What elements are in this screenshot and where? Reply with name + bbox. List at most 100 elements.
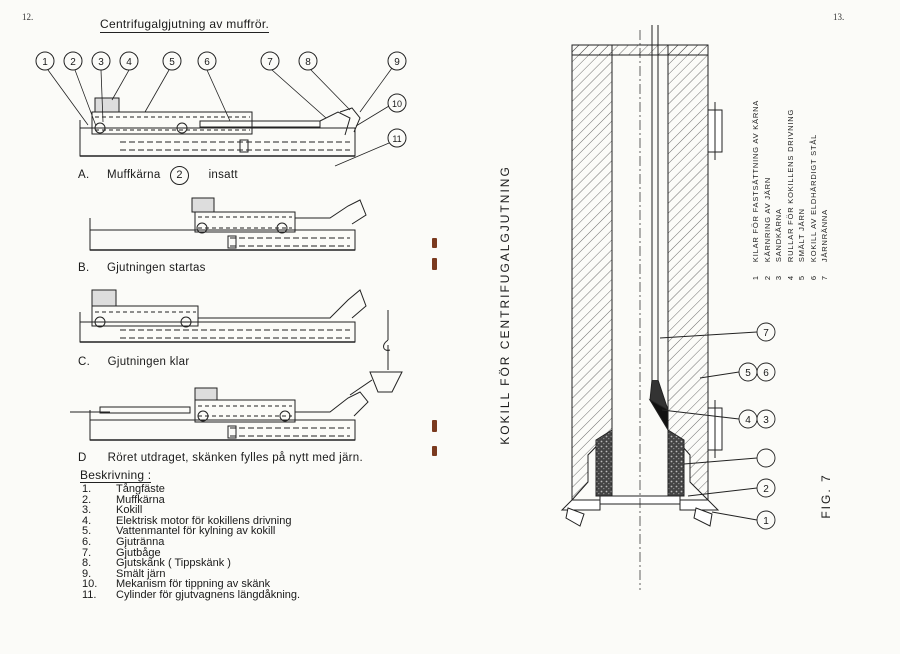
- legend-item: 7 JÄRNRÄNNA: [819, 100, 831, 280]
- description-item-text: Kokill: [116, 504, 143, 517]
- description-item: 7. Gjutbåge: [78, 546, 300, 559]
- legend-item-number: 5: [796, 275, 806, 281]
- diagram-b: [89, 197, 367, 251]
- description-item-number: 5.: [82, 525, 92, 538]
- legend-item: 4 RULLAR FÖR KOKILLENS DRIVNING: [784, 100, 796, 280]
- description-item: 3. Kokill: [78, 505, 300, 516]
- binding-mark: [432, 420, 437, 432]
- legend-item-number: 4: [785, 275, 795, 281]
- legend-item-number: 7: [819, 275, 829, 281]
- caption-c: C. Gjutningen klar: [78, 356, 190, 368]
- page-number-right: 13.: [833, 12, 845, 22]
- right-callout-5: 5: [745, 368, 751, 379]
- description-item-number: 10.: [82, 578, 98, 591]
- caption-d: D Röret utdraget, skänken fylles på nytt…: [78, 452, 363, 464]
- legend-item-text: JÄRNRÄNNA: [819, 209, 829, 263]
- description-item-text: Smält järn: [116, 567, 166, 580]
- callout-1: 1: [42, 57, 48, 68]
- wedge-right: [693, 507, 713, 527]
- right-callout-1: 1: [763, 516, 769, 527]
- description-item: 11.Cylinder för gjutvagnens längdåkning.: [78, 590, 300, 601]
- right-callout-7: 7: [763, 328, 769, 339]
- description-item: 1. Tångfäste: [78, 484, 300, 495]
- description-item-number: 2.: [82, 493, 92, 506]
- caption-b: B. Gjutningen startas: [78, 262, 206, 274]
- description-item-text: Mekanism för tippning av skänk: [116, 578, 271, 591]
- description-item: 5. Vattenmantel för kylning av kokill: [78, 526, 300, 537]
- vertical-title: KOKILL FÖR CENTRIFUGALGJUTNING: [498, 165, 512, 445]
- description-item-number: 1.: [82, 483, 92, 495]
- diagram-a: [79, 97, 361, 157]
- legend-item-text: KÄRNRING AV JÄRN: [762, 176, 772, 263]
- legend-item-number: 2: [762, 275, 772, 281]
- right-callout-labels: 7 6 5 4 3 2 1: [745, 328, 769, 527]
- callout-9: 9: [394, 57, 400, 68]
- right-page: 13.: [440, 0, 900, 654]
- sand-core-left: [595, 429, 613, 497]
- description-heading: Beskrivning :: [80, 468, 152, 483]
- description-item-text: Gjutbåge: [116, 546, 161, 559]
- legend-item-text: SMÄLT JÄRN: [796, 208, 806, 263]
- caption-a: A. Muffkärna 2 insatt: [78, 166, 238, 185]
- callout-3: 3: [98, 57, 104, 68]
- description-item-text: Cylinder för gjutvagnens längdåkning.: [116, 588, 301, 601]
- description-item: 6. Gjutränna: [78, 537, 300, 548]
- right-callout-6: 6: [763, 368, 769, 379]
- right-callout-3: 3: [763, 415, 769, 426]
- description-item-number: 8.: [82, 557, 92, 570]
- legend-item-text: KOKILL AV ELDHÄRDIGT STÅL: [808, 133, 818, 263]
- callout-10: 10: [392, 99, 402, 109]
- legend-item-text: RULLAR FÖR KOKILLENS DRIVNING: [785, 108, 795, 263]
- description-list: 1. Tångfäste 2. Muffkärna 3. Kokill 4. Elektris…: [78, 484, 300, 601]
- description-item-text: Gjutränna: [116, 535, 165, 548]
- legend-item-number: 6: [808, 275, 818, 281]
- figure-label: FIG. 7: [819, 473, 833, 519]
- callout-leaders: [47, 67, 393, 167]
- machine-diagrams: 1 2 3 4 5 6 7 8 9 10 11: [35, 51, 407, 441]
- diagram-d: [70, 345, 403, 441]
- description-item-text: Tångfäste: [116, 483, 165, 495]
- callout-circles: [35, 51, 407, 148]
- binding-mark: [432, 446, 437, 456]
- mould-wall-right: [667, 44, 709, 502]
- callout-4: 4: [126, 57, 132, 68]
- description-item-number: 9.: [82, 567, 92, 580]
- right-callouts: [659, 322, 776, 530]
- callout-5: 5: [169, 57, 175, 68]
- callout-6: 6: [204, 57, 210, 68]
- description-item-text: Vattenmantel för kylning av kokill: [116, 525, 276, 538]
- description-item-number: 4.: [82, 514, 92, 527]
- page-number-left: 12.: [22, 12, 34, 22]
- description-item-text: Gjutskänk ( Tippskänk ): [116, 557, 231, 570]
- legend-item-text: SANDKÄRNA: [773, 208, 783, 263]
- description-item-number: 7.: [82, 546, 92, 559]
- description-item-text: Muffkärna: [116, 493, 165, 506]
- legend-item: 6 KOKILL AV ELDHÄRDIGT STÅL: [807, 100, 819, 280]
- legend-item-number: 3: [773, 275, 783, 281]
- legend-item-number: 1: [750, 275, 760, 281]
- description-item-number: 6.: [82, 535, 92, 548]
- binding-mark: [432, 238, 437, 248]
- mould-wall-left: [571, 44, 613, 502]
- description-item: 4. Elektrisk motor för kokillens drivning: [78, 514, 300, 527]
- description-item: 2. Muffkärna: [78, 493, 300, 506]
- legend-item: 3 SANDKÄRNA: [773, 100, 785, 280]
- description-item: 9. Smält järn: [78, 567, 300, 580]
- caption-a-circle: 2: [170, 166, 190, 185]
- wedge-left: [565, 507, 585, 527]
- description-item-text: Elektrisk motor för kokillens drivning: [116, 514, 292, 527]
- sand-core-right: [667, 429, 685, 497]
- legend-item: 2 KÄRNRING AV JÄRN: [761, 100, 773, 280]
- right-callout-4: 4: [745, 415, 751, 426]
- left-page: 12. Centrifugalgjutning av muffrör.: [0, 0, 440, 654]
- callout-2: 2: [70, 57, 76, 68]
- callout-11: 11: [392, 134, 401, 144]
- diagram-c: [79, 289, 391, 351]
- callout-7: 7: [267, 57, 273, 68]
- description-item-number: 3.: [82, 504, 92, 517]
- description-item: 8. Gjutskänk ( Tippskänk ): [78, 558, 300, 569]
- legend-item: 5 SMÄLT JÄRN: [796, 100, 808, 280]
